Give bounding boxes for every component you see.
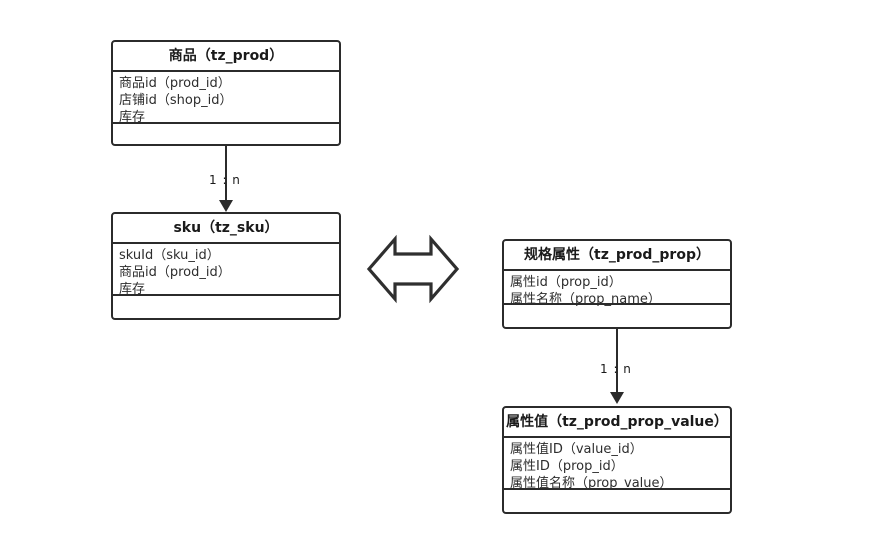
entity-field: 属性ID（prop_id） [510,459,624,474]
connector-cardinality-label: 1 : n [209,173,241,187]
connector-line [616,329,618,392]
entity-methods-tz-sku [113,296,339,320]
connector-line [225,146,227,200]
entity-fields-tz-prod-prop: 属性id（prop_id） 属性名称（prop_name） [504,271,730,307]
entity-field: 库存 [119,282,146,297]
entity-box-tz-sku[interactable]: sku（tz_sku） skuId（sku_id） 商品id（prod_id） … [111,212,341,320]
entity-field: 商品id（prod_id） [119,76,231,91]
entity-title-tz-sku: sku（tz_sku） [113,214,339,244]
entity-field: 商品id（prod_id） [119,265,231,280]
entity-box-tz-prod-prop[interactable]: 规格属性（tz_prod_prop） 属性id（prop_id） 属性名称（pr… [502,239,732,329]
left-right-arrow-icon [366,234,460,304]
entity-field: 店铺id（shop_id） [119,93,233,108]
entity-field: 属性值名称（prop_value） [510,476,673,491]
entity-box-tz-prod[interactable]: 商品（tz_prod） 商品id（prod_id） 店铺id（shop_id） … [111,40,341,146]
entity-title-tz-prod: 商品（tz_prod） [113,42,339,72]
connector-cardinality-label: 1 : n [600,362,632,376]
connector-arrowhead-icon [219,200,233,212]
entity-field: 属性id（prop_id） [510,275,622,290]
entity-fields-tz-prod: 商品id（prod_id） 店铺id（shop_id） 库存 [113,72,339,125]
entity-fields-tz-prod-prop-value: 属性值ID（value_id） 属性ID（prop_id） 属性值名称（prop… [504,438,730,491]
entity-methods-tz-prod-prop [504,305,730,329]
entity-box-tz-prod-prop-value[interactable]: 属性值（tz_prod_prop_value） 属性值ID（value_id） … [502,406,732,514]
entity-field: 库存 [119,110,146,125]
entity-fields-tz-sku: skuId（sku_id） 商品id（prod_id） 库存 [113,244,339,297]
entity-title-tz-prod-prop-value: 属性值（tz_prod_prop_value） [504,408,730,438]
entity-field: 属性值ID（value_id） [510,442,643,457]
connector-arrowhead-icon [610,392,624,404]
entity-field: 属性名称（prop_name） [510,292,661,307]
entity-title-tz-prod-prop: 规格属性（tz_prod_prop） [504,241,730,271]
entity-field: skuId（sku_id） [119,248,220,263]
entity-methods-tz-prod [113,124,339,146]
entity-methods-tz-prod-prop-value [504,490,730,514]
